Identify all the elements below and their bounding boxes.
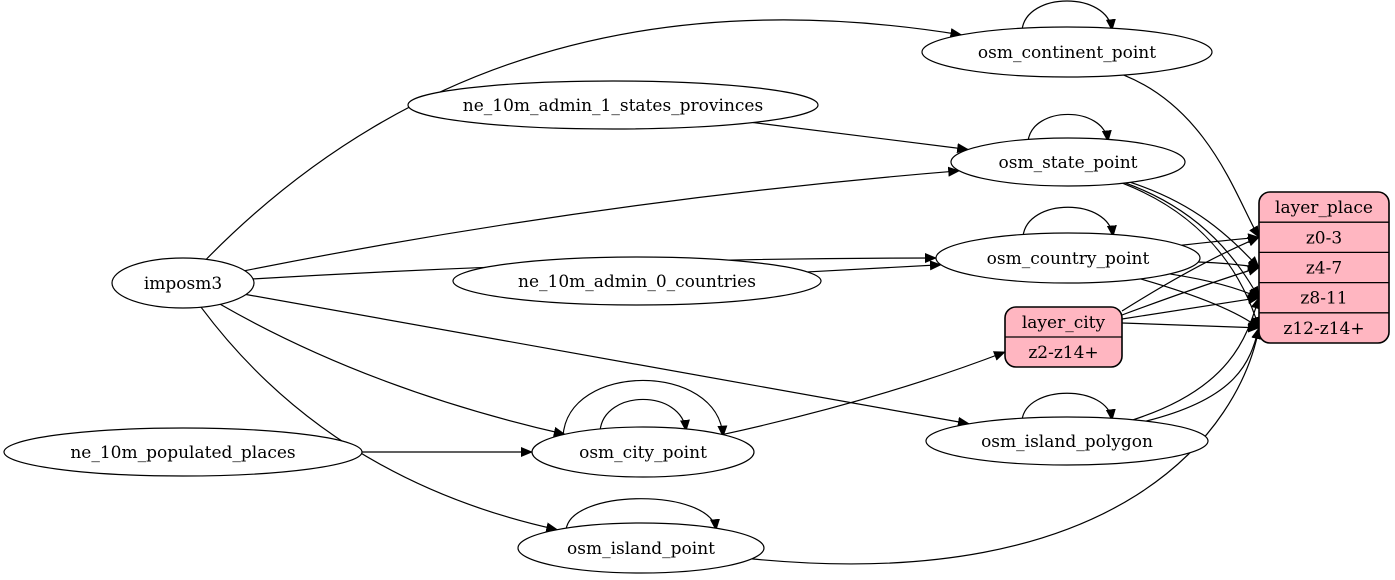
nodes-layer: imposm3 ne_10m_admin_1_states_provincesne… xyxy=(3,26,1390,574)
node-osm_state_point: osm_state_point xyxy=(950,137,1186,187)
ne_10m_populated_places-label: ne_10m_populated_places xyxy=(70,443,295,463)
layer_place-row-z12-z14+: z12-z14+ xyxy=(1283,319,1364,339)
node-imposm3: imposm3 xyxy=(111,257,255,309)
edge-ne_10m_admin_1_states_provinces-to-osm_state_point xyxy=(752,121,970,154)
layer_place-row-z8-11: z8-11 xyxy=(1300,289,1347,309)
edge-ne_10m_admin_0_countries-to-osm_country_point xyxy=(807,260,942,273)
osm_island_point-label: osm_island_point xyxy=(567,539,715,559)
node-layer_place: layer_place z0-3 z4-7 z8-11 z12-z14+ xyxy=(1258,191,1390,344)
osm_continent_point-label: osm_continent_point xyxy=(978,43,1156,63)
self-loop-osm_island_polygon xyxy=(1021,392,1116,422)
ne_10m_admin_1_states_provinces-shape xyxy=(407,80,819,130)
osm_island_point-shape xyxy=(517,522,765,574)
edge-layer_city-to-layer_place-row2 xyxy=(1121,294,1260,320)
node-ne_10m_admin_0_countries: ne_10m_admin_0_countries xyxy=(452,256,822,306)
node-osm_country_point: osm_country_point xyxy=(935,232,1201,284)
osm_city_point-label: osm_city_point xyxy=(579,443,707,463)
edge-osm_continent_point-to-layer_place-row0 xyxy=(1123,74,1260,239)
edge-layer_city-to-layer_place-row3 xyxy=(1121,322,1260,333)
self-loop-osm_city_point xyxy=(562,379,728,438)
edge-imposm3-to-osm_state_point xyxy=(244,166,961,272)
self-loop-osm_state_point xyxy=(1027,114,1112,143)
edge-osm_state_point-to-layer_place-row1 xyxy=(1130,181,1260,269)
edge-imposm3-to-osm_island_polygon xyxy=(245,293,970,427)
edge-osm_island_polygon-to-layer_place-row3 xyxy=(1145,326,1262,422)
node-layer_city: layer_city z2-z14+ xyxy=(1004,306,1123,368)
edge-imposm3-to-osm_city_point xyxy=(219,303,566,437)
self-loop-osm_island_point xyxy=(565,498,720,532)
layer_place-row-z4-7: z4-7 xyxy=(1306,259,1342,279)
layer_place-row-z0-3: z0-3 xyxy=(1306,228,1342,248)
ne_10m_admin_1_states_provinces-label: ne_10m_admin_1_states_provinces xyxy=(463,96,763,116)
ne_10m_populated_places-shape xyxy=(3,427,363,477)
edge-osm_island_point-to-layer_place-row3 xyxy=(751,326,1262,565)
edge-layer_city-to-layer_place-row0 xyxy=(1121,236,1260,312)
osm_country_point-shape xyxy=(935,232,1201,284)
osm_state_point-shape xyxy=(950,137,1186,187)
osm_island_polygon-label: osm_island_polygon xyxy=(981,432,1153,452)
edge-osm_island_polygon-to-layer_place-row2 xyxy=(1132,296,1261,421)
self-loop-osm_city_point xyxy=(599,399,690,432)
osm_country_point-label: osm_country_point xyxy=(987,249,1150,269)
ne_10m_admin_0_countries-shape xyxy=(452,256,822,306)
edges-layer xyxy=(200,0,1262,565)
node-osm_island_point: osm_island_point xyxy=(517,522,765,574)
layer_city-title: layer_city xyxy=(1022,313,1106,333)
ne_10m_admin_0_countries-label: ne_10m_admin_0_countries xyxy=(518,272,756,292)
node-osm_city_point: osm_city_point xyxy=(531,426,755,478)
layer_place-shape xyxy=(1258,191,1390,344)
node-osm_island_polygon: osm_island_polygon xyxy=(925,416,1209,466)
osm_continent_point-shape xyxy=(921,26,1213,78)
osm_state_point-label: osm_state_point xyxy=(999,153,1138,173)
node-ne_10m_admin_1_states_provinces: ne_10m_admin_1_states_provinces xyxy=(407,80,819,130)
layer_place-title: layer_place xyxy=(1275,198,1373,218)
edge-osm_state_point-to-layer_place-row2 xyxy=(1125,182,1260,299)
layer_city-row-z2-z14+: z2-z14+ xyxy=(1028,343,1098,363)
edge-layer_city-to-layer_place-row1 xyxy=(1121,266,1260,316)
edge-osm_city_point-to-layer_city-row0 xyxy=(722,351,1006,436)
node-osm_continent_point: osm_continent_point xyxy=(921,26,1213,78)
edge-osm_country_point-to-layer_place-row3 xyxy=(1140,278,1260,329)
osm_island_polygon-shape xyxy=(925,416,1209,466)
imposm3-label: imposm3 xyxy=(144,274,222,294)
edge-imposm3-to-osm_continent_point xyxy=(205,19,963,260)
self-loop-osm_continent_point xyxy=(1021,0,1116,32)
self-loop-osm_country_point xyxy=(1022,206,1117,238)
osm_city_point-shape xyxy=(531,426,755,478)
imposm3-shape xyxy=(111,257,255,309)
edge-osm_state_point-to-layer_place-row3 xyxy=(1122,182,1261,329)
node-ne_10m_populated_places: ne_10m_populated_places xyxy=(3,427,363,477)
